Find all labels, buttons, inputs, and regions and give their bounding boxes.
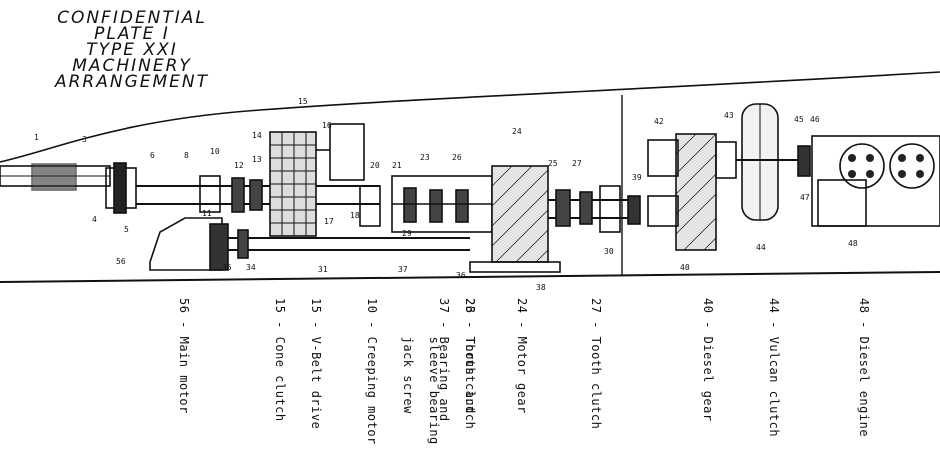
part-label: 34 xyxy=(246,263,256,272)
legend-line: 23 - Thrust and xyxy=(463,298,477,414)
part-label: 40 xyxy=(680,263,690,272)
vulcan-clutch xyxy=(736,103,811,221)
legend-diesel-engine: 48 - Diesel engine xyxy=(846,298,894,437)
part-label: 43 xyxy=(724,111,734,120)
legend-line: 10 - Creeping motor xyxy=(365,298,379,445)
legend-v-belt-cone-clutch: 15 - V-Belt drive 15 - Cone clutch xyxy=(262,298,346,429)
title-line-type: TYPE XXI xyxy=(86,40,178,60)
coupling-14 xyxy=(249,179,263,211)
legend-line: sleeve bearing xyxy=(427,298,441,445)
title-block: CONFIDENTIAL PLATE I TYPE XXI MACHINERY … xyxy=(32,8,232,92)
part-label: 11 xyxy=(202,209,212,218)
v-belt-drive xyxy=(269,131,317,237)
title-line-plate: PLATE I xyxy=(94,24,170,44)
part-label: 27 xyxy=(572,159,582,168)
legend-line: 15 - V-Belt drive xyxy=(309,298,323,430)
part-label: 25 xyxy=(548,159,558,168)
legend-line: 44 - Vulcan clutch xyxy=(767,298,781,438)
legend-main-motor: 56 - Main motor xyxy=(166,298,214,414)
part-label: 4 xyxy=(92,215,97,224)
part-label: 17 xyxy=(324,217,334,226)
blank-patch-small xyxy=(243,66,273,96)
diesel-gear xyxy=(647,133,737,251)
part-label: 45 xyxy=(794,115,804,124)
legend-motor-gear: 24 - Motor gear xyxy=(504,298,552,414)
part-label: 56 xyxy=(116,257,126,266)
part-label: 30 xyxy=(604,247,614,256)
part-label: 36 xyxy=(456,271,466,280)
part-label: 18 xyxy=(350,211,360,220)
legend-tooth-clutch-26: 26 - Tooth clutch xyxy=(452,298,500,429)
part-number-labels: 1 3 4 5 6 8 10 11 12 13 14 15 16 17 18 2… xyxy=(34,97,858,292)
part-label: 12 xyxy=(234,161,244,170)
legend-line: 37 - Bearing and xyxy=(437,298,451,422)
diesel-engine xyxy=(811,135,940,227)
part-label: 5 xyxy=(124,225,129,234)
part-label: 14 xyxy=(252,131,262,140)
part-label: 24 xyxy=(512,127,522,136)
part-label: 3 xyxy=(82,135,87,144)
part-label: 48 xyxy=(848,239,858,248)
legend-line: 15 - Cone clutch xyxy=(273,298,287,422)
stern-tube xyxy=(0,163,111,191)
legend-diesel-gear: 40 - Diesel gear xyxy=(690,298,738,422)
part-label: 46 xyxy=(810,115,820,124)
coupling-13 xyxy=(231,177,245,213)
part-label: 35 xyxy=(222,263,232,272)
part-label: 21 xyxy=(392,161,402,170)
tooth-clutch-shaft xyxy=(548,185,641,233)
title-line-confidential: CONFIDENTIAL xyxy=(57,8,207,28)
part-label: 8 xyxy=(184,151,189,160)
part-label: 39 xyxy=(632,173,642,182)
legend-line: 40 - Diesel gear xyxy=(701,298,715,422)
legend-line: 27 - Tooth clutch xyxy=(589,298,603,430)
part-label: 38 xyxy=(536,283,546,292)
part-label: 10 xyxy=(210,147,220,156)
hull-baseline xyxy=(0,271,940,283)
legend-line: 26 - Tooth clutch xyxy=(463,298,477,430)
motor-gear-base xyxy=(469,261,561,273)
title-line-arrangement: ARRANGEMENT xyxy=(54,72,210,92)
part-label: 37 xyxy=(398,265,408,274)
motor-gear xyxy=(491,165,549,263)
part-label: 16 xyxy=(322,121,332,130)
part-label: 47 xyxy=(800,193,810,202)
hull-curve xyxy=(0,71,940,163)
legend-line: jack screw xyxy=(401,298,415,414)
part-label: 6 xyxy=(150,151,155,160)
part-label: 23 xyxy=(420,153,430,162)
legend-thrust-bearing: 23 - Thrust and sleeve bearing xyxy=(416,298,500,445)
blank-patch-top xyxy=(243,4,326,46)
coupling-10 xyxy=(199,175,221,213)
part-label: 44 xyxy=(756,243,766,252)
thrust-flange xyxy=(105,162,137,214)
part-label: 26 xyxy=(452,153,462,162)
main-motor xyxy=(149,217,470,271)
part-label: 42 xyxy=(654,117,664,126)
part-label: 29 xyxy=(402,229,412,238)
part-label: 15 xyxy=(298,97,308,106)
legend-vulcan-clutch: 44 - Vulcan clutch xyxy=(756,298,804,437)
part-label: 20 xyxy=(370,161,380,170)
part-label: 13 xyxy=(252,155,262,164)
part-label: 1 xyxy=(34,133,39,142)
thrust-bearing xyxy=(359,175,493,233)
legend-line: 24 - Motor gear xyxy=(515,298,529,414)
title-line-machinery: MACHINERY xyxy=(72,56,192,76)
legend-tooth-clutch-27: 27 - Tooth clutch xyxy=(578,298,626,429)
legend-bearing-creeping-motor: 37 - Bearing and jack screw 10 - Creepin… xyxy=(354,298,474,445)
legend-line: 56 - Main motor xyxy=(177,298,191,414)
creeping-motor xyxy=(329,123,365,181)
legend-line: 48 - Diesel engine xyxy=(857,298,871,438)
part-label: 31 xyxy=(318,265,328,274)
